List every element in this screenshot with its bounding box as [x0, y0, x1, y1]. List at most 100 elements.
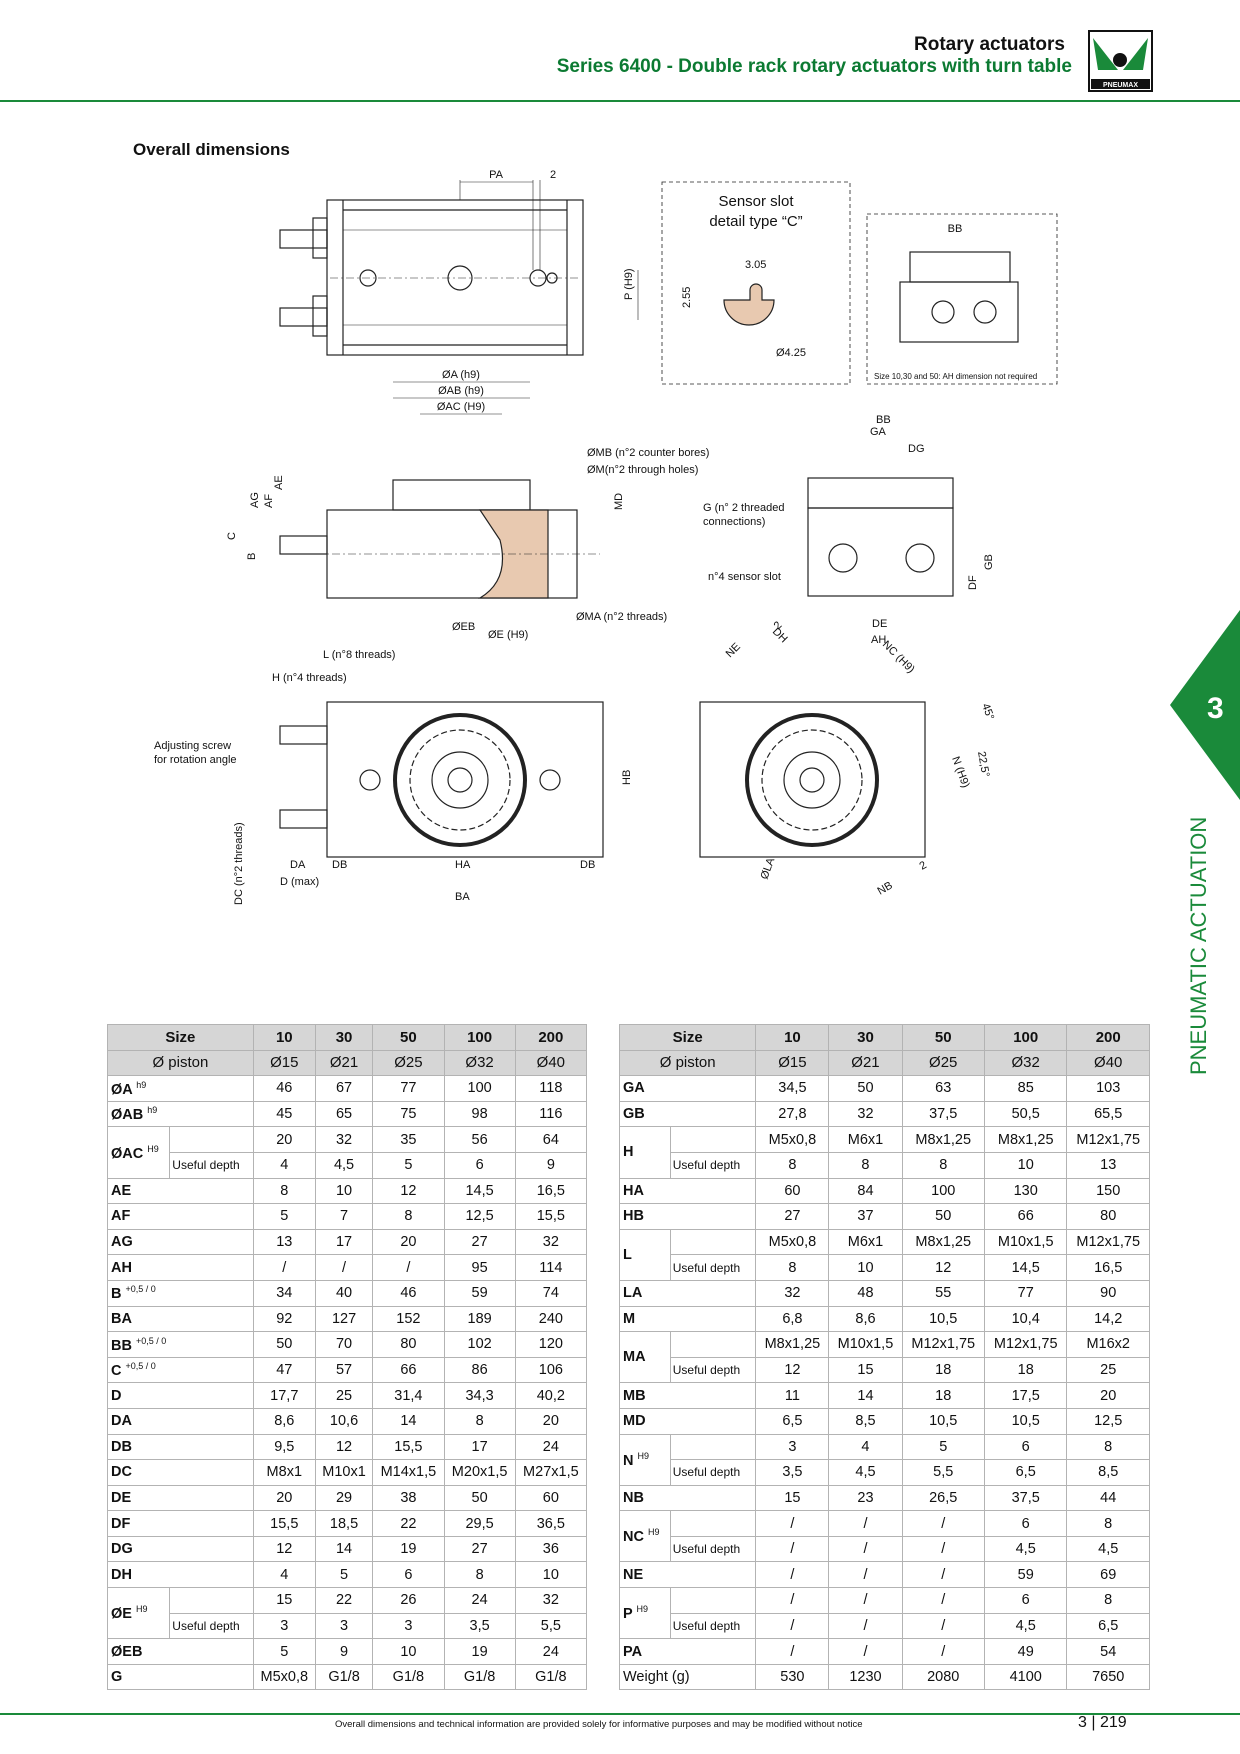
svg-text:45°: 45° — [979, 702, 996, 722]
table-cell: 22 — [372, 1510, 445, 1537]
piston-value: Ø21 — [314, 1049, 374, 1077]
table-cell: / — [901, 1535, 985, 1563]
svg-text:C: C — [226, 532, 238, 540]
table-cell: 15 — [755, 1484, 830, 1512]
row-label: H — [619, 1126, 671, 1179]
table-cell: G1/8 — [443, 1663, 516, 1691]
spacer-cell — [669, 1587, 757, 1614]
row-label: ØAC H9 — [106, 1126, 171, 1179]
table-cell: M8x1,25 — [901, 1126, 985, 1153]
piston-value: Ø15 — [755, 1049, 830, 1077]
svg-text:Ø4.25: Ø4.25 — [776, 347, 806, 359]
table-cell: 26,5 — [901, 1484, 985, 1512]
table-cell: 34,3 — [443, 1382, 516, 1409]
table-cell: 4100 — [983, 1663, 1068, 1691]
table-cell: 4,5 — [983, 1612, 1068, 1640]
table-cell: 6,5 — [983, 1459, 1068, 1486]
row-label: D — [107, 1382, 254, 1409]
table-cell: 38 — [372, 1484, 445, 1512]
row-label: L — [619, 1228, 671, 1281]
sensor-slot-detail: Sensor slot detail type “C” 3.05 2.55 Ø4… — [661, 181, 851, 385]
table-cell: 12 — [901, 1254, 985, 1281]
table-cell: 4,5 — [314, 1151, 374, 1179]
table-cell: 8,6 — [828, 1305, 903, 1333]
footer-rule — [0, 1713, 1240, 1715]
table-cell: 6,5 — [1066, 1612, 1150, 1640]
row-label: AE — [107, 1177, 254, 1205]
useful-depth-label: Useful depth — [669, 1356, 757, 1384]
table-cell: 77 — [372, 1075, 445, 1102]
svg-text:NB: NB — [876, 880, 895, 898]
table-cell: 150 — [1066, 1177, 1150, 1205]
svg-text:n°4 sensor slot: n°4 sensor slot — [708, 571, 781, 583]
table-cell: 8 — [901, 1151, 985, 1179]
table-cell: 36 — [514, 1535, 588, 1563]
spacer-cell — [169, 1587, 254, 1614]
svg-text:3.05: 3.05 — [745, 259, 766, 271]
table-cell: 10 — [514, 1561, 588, 1589]
table-cell: 100 — [443, 1075, 516, 1102]
table-cell: 3 — [314, 1612, 374, 1640]
row-label: ØEB — [107, 1638, 254, 1665]
table-cell: / — [901, 1587, 985, 1614]
size-column-header: 50 — [901, 1024, 985, 1051]
table-cell: 15 — [252, 1587, 316, 1614]
svg-text:MD: MD — [613, 493, 625, 510]
table-cell: 32 — [755, 1279, 830, 1307]
table-cell: / — [828, 1612, 903, 1640]
table-cell: 8 — [755, 1151, 830, 1179]
svg-text:ØA (h9): ØA (h9) — [442, 369, 480, 381]
table-cell: 17 — [443, 1433, 516, 1461]
table-cell: 10,6 — [314, 1407, 374, 1435]
svg-text:AH: AH — [871, 634, 886, 646]
table-cell: 12 — [314, 1433, 374, 1461]
table-cell: 17 — [314, 1228, 374, 1256]
table-cell: 24 — [514, 1638, 588, 1665]
table-cell: M5x0,8 — [252, 1663, 316, 1691]
table-cell: 8,6 — [252, 1407, 316, 1435]
row-label: BA — [107, 1305, 254, 1333]
row-label: AF — [107, 1203, 254, 1230]
table-cell: 8,5 — [1066, 1459, 1150, 1486]
table-cell: 4,5 — [1066, 1535, 1150, 1563]
spacer-cell — [669, 1126, 757, 1153]
table-cell: 120 — [514, 1331, 588, 1358]
table-cell: 32 — [314, 1126, 374, 1153]
table-cell: 152 — [372, 1305, 445, 1333]
table-cell: 37 — [828, 1203, 903, 1230]
table-cell: 24 — [514, 1433, 588, 1461]
svg-text:ØEB: ØEB — [452, 621, 475, 633]
table-cell: 80 — [1066, 1203, 1150, 1230]
table-cell: 65,5 — [1066, 1100, 1150, 1128]
row-label: NB — [618, 1484, 757, 1512]
svg-text:ØMB (n°2 counter bores): ØMB (n°2 counter bores) — [587, 447, 709, 459]
table-cell: 8 — [755, 1254, 830, 1281]
table-cell: 14 — [828, 1382, 903, 1409]
table-cell: 15,5 — [372, 1433, 445, 1461]
svg-text:2.55: 2.55 — [681, 287, 693, 308]
row-label: P H9 — [619, 1587, 671, 1640]
table-cell: 16,5 — [514, 1177, 588, 1205]
table-cell: / — [901, 1561, 985, 1589]
svg-text:NC (H9): NC (H9) — [880, 639, 917, 676]
table-cell: 11 — [755, 1382, 830, 1409]
spacer-cell — [669, 1331, 757, 1358]
svg-text:22,5°: 22,5° — [975, 750, 991, 778]
table-cell: M10x1,5 — [983, 1228, 1068, 1256]
row-label: NE — [618, 1561, 757, 1589]
row-label: MB — [618, 1382, 757, 1409]
table-cell: 5,5 — [901, 1459, 985, 1486]
table-cell: / — [901, 1612, 985, 1640]
svg-text:G (n° 2 threaded: G (n° 2 threaded — [703, 502, 784, 514]
row-label: DE — [107, 1484, 254, 1512]
